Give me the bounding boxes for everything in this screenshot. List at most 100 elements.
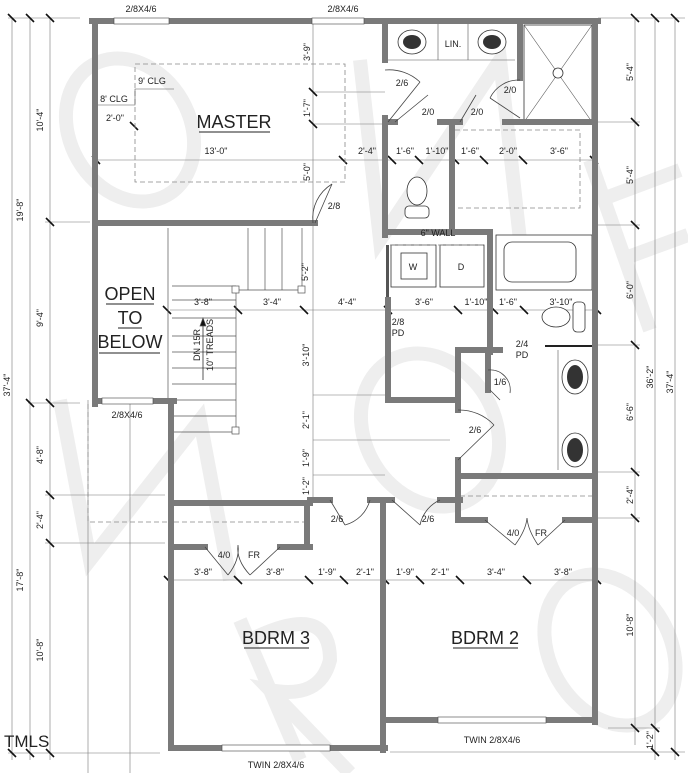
door-labels: 2/8 2/6 2/0 2/0 2/0 2/8 2/4 1/6 2/6 2/6 … [218, 78, 529, 560]
dim-label: 5'-0" [302, 163, 312, 181]
window-bdrm2 [437, 716, 547, 724]
dim-label: 5'-4" [625, 63, 635, 81]
toilet-icon [541, 301, 586, 333]
sink-icon [397, 29, 427, 55]
stair-note: DN 15R [192, 328, 202, 361]
dim-label: 4'-4" [338, 297, 356, 307]
dim-label: 37'-4" [665, 371, 675, 394]
pd-note: PD [392, 328, 405, 338]
room-bdrm3: BDRM 3 [242, 628, 310, 648]
dryer-label: D [458, 262, 465, 272]
room-open-label: OPEN [104, 284, 155, 304]
dim-label: 1'-9" [396, 567, 414, 577]
window-master-left [113, 17, 170, 25]
dim-label: 1'-6" [499, 297, 517, 307]
window-labels: 2/8X4/6 2/8X4/6 2/8X4/6 TWIN 2/8X4/6 TWI… [111, 4, 520, 770]
door-label: 2/6 [331, 514, 344, 524]
dim-label: 2'-4" [35, 511, 45, 529]
dim-label: 1'-2" [645, 731, 655, 749]
dimension-lines [8, 17, 685, 773]
wall-note: 6" WALL [421, 228, 456, 238]
dim-label: 2'-4" [358, 146, 376, 156]
door-label: 2/6 [469, 425, 482, 435]
fr-note: FR [535, 528, 547, 538]
door-label: 2/8 [328, 201, 341, 211]
dim-label: 10'-8" [625, 614, 635, 637]
door-label: 2/8 [392, 317, 405, 327]
dim-label: 2'-4" [625, 486, 635, 504]
dim-label: 37'-4" [2, 374, 12, 397]
dim-label: 5'-4" [625, 166, 635, 184]
ceiling-note: 8' CLG [100, 94, 128, 104]
door-label: 2/0 [422, 107, 435, 117]
door-label: 2/4 [516, 339, 529, 349]
ceiling-outlines [87, 63, 581, 523]
dim-label: 3'-8" [554, 567, 572, 577]
window-master-right [311, 17, 365, 25]
dim-label: 3'-8" [266, 567, 284, 577]
dim-label: 2'-1" [301, 411, 311, 429]
fixtures [174, 24, 593, 523]
dim-label: 2'-0" [499, 146, 517, 156]
dim-label: 1'-7" [302, 99, 312, 117]
fr-note: FR [248, 550, 260, 560]
window-label: 2/8X4/6 [125, 4, 156, 14]
sink-icon [561, 359, 589, 395]
dimension-labels: 2'-0" 13'-0" 3'-9" 1'-7" 5'-0" 2'-4" 1'-… [2, 43, 675, 749]
room-open-label: BELOW [97, 332, 162, 352]
dim-label: 10'-4" [35, 109, 45, 132]
dim-label: 3'-6" [415, 297, 433, 307]
window-label: TWIN 2/8X4/6 [248, 760, 305, 770]
room-open-label: TO [118, 308, 143, 328]
dim-label: 10'-8" [35, 639, 45, 662]
dim-label: 2'-1" [356, 567, 374, 577]
shower-icon [523, 24, 593, 123]
door-label: 2/6 [396, 78, 409, 88]
dim-label: 1'-2" [301, 477, 311, 495]
ceiling-note: 9' CLG [138, 76, 166, 86]
dim-label: 1'-10" [426, 146, 449, 156]
dim-label: 3'-10" [550, 297, 573, 307]
linen-label: LIN. [445, 39, 462, 49]
door-label: 2/6 [422, 514, 435, 524]
pd-note: PD [516, 350, 529, 360]
bathtub-icon [495, 234, 593, 291]
staircase [167, 228, 306, 435]
door-label: 2/0 [504, 85, 517, 95]
window-bdrm3 [221, 744, 331, 752]
door-label: 4/0 [507, 528, 520, 538]
dim-label: 3'-9" [302, 43, 312, 61]
stair-note: 10" TREADS [205, 319, 215, 371]
door-label: 2/0 [471, 107, 484, 117]
washer-icon [390, 244, 437, 288]
windows [101, 17, 547, 752]
window-label: 2/8X4/6 [111, 410, 142, 420]
dim-label: 6'-0" [625, 281, 635, 299]
window-open-below [101, 397, 154, 405]
dim-label: 13'-0" [205, 146, 228, 156]
room-master: MASTER [196, 112, 271, 132]
dim-label: 5'-2" [300, 263, 310, 281]
door-label: 1/6 [494, 377, 507, 387]
dim-label: 1'-6" [396, 146, 414, 156]
dim-label: 9'-4" [35, 309, 45, 327]
window-label: TWIN 2/8X4/6 [464, 735, 521, 745]
sink-icon [561, 432, 589, 468]
dim-label: 2'-1" [431, 567, 449, 577]
room-bdrm2: BDRM 2 [451, 628, 519, 648]
door-swings[interactable] [204, 69, 566, 576]
dim-label: 2'-0" [106, 113, 124, 123]
dim-label: 3'-4" [487, 567, 505, 577]
dim-label: 1'-6" [461, 146, 479, 156]
dim-label: 1'-9" [301, 449, 311, 467]
door-label: 4/0 [218, 550, 231, 560]
dim-label: 36'-2" [645, 366, 655, 389]
dim-label: 4'-8" [35, 446, 45, 464]
dim-label: 3'-8" [194, 297, 212, 307]
dim-label: 3'-4" [263, 297, 281, 307]
notes: 9' CLG 8' CLG 6" WALL DN 15R 10" TREADS … [4, 76, 547, 751]
dim-label: 1'-9" [318, 567, 336, 577]
dim-label: 19'-8" [15, 199, 25, 222]
washer-label: W [409, 262, 418, 272]
